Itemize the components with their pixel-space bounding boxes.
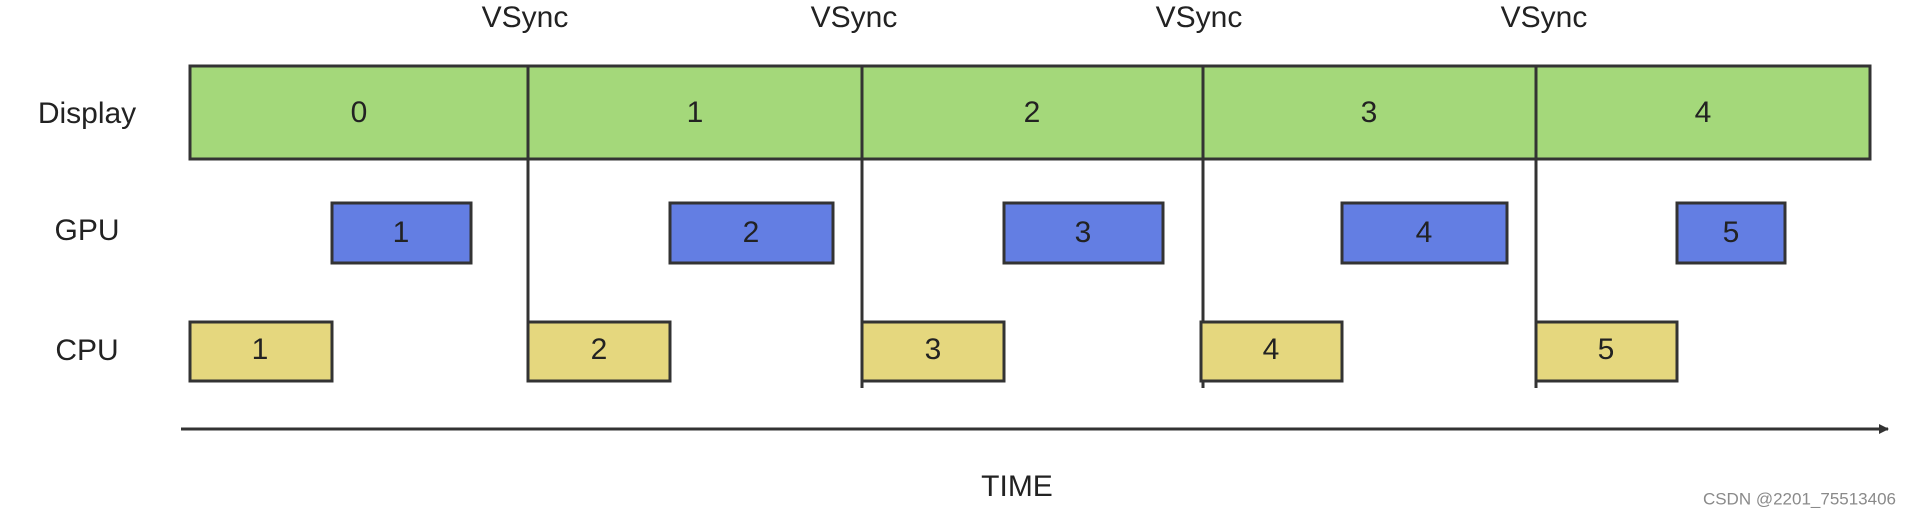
gpu-frame-1 [330, 201, 473, 265]
display-frame-label: 3 [1361, 96, 1378, 129]
vsync-label: VSync [1501, 1, 1588, 34]
cpu-frame-label: 3 [925, 333, 942, 366]
row-label-gpu: GPU [54, 214, 119, 247]
display-frame-4 [1534, 64, 1872, 161]
row-label-display: Display [38, 97, 136, 130]
gpu-frame-label: 2 [743, 216, 760, 249]
vsync-label: VSync [1156, 1, 1243, 34]
cpu-frame-label: 1 [252, 333, 269, 366]
cpu-frame-3 [860, 320, 1006, 383]
cpu-frame-label: 5 [1598, 333, 1615, 366]
cpu-frame-1 [188, 320, 334, 383]
display-row: 0 1 2 3 4 [188, 64, 1872, 161]
display-frame-2 [860, 64, 1205, 161]
cpu-row: 1 2 3 4 5 [188, 320, 1679, 383]
gpu-frame-3 [1002, 201, 1165, 265]
gpu-frame-label: 1 [393, 216, 410, 249]
display-frame-0 [188, 64, 530, 161]
display-frame-label: 2 [1024, 96, 1041, 129]
watermark: CSDN @2201_75513406 [1703, 489, 1896, 508]
time-axis-label: TIME [981, 470, 1053, 503]
vsync-label: VSync [811, 1, 898, 34]
gpu-frame-label: 5 [1723, 216, 1740, 249]
gpu-frame-label: 3 [1075, 216, 1092, 249]
gpu-frame-5 [1675, 201, 1787, 265]
gpu-frame-label: 4 [1416, 216, 1433, 249]
gpu-frame-2 [668, 201, 835, 265]
row-label-cpu: CPU [55, 334, 118, 367]
gpu-frame-4 [1340, 201, 1509, 265]
cpu-frame-2 [526, 320, 672, 383]
cpu-frame-label: 4 [1263, 333, 1280, 366]
cpu-frame-4 [1199, 320, 1344, 383]
display-frame-1 [526, 64, 864, 161]
display-frame-label: 0 [351, 96, 368, 129]
gpu-row: 1 2 3 4 5 [330, 201, 1787, 265]
cpu-frame-label: 2 [591, 333, 608, 366]
display-frame-label: 4 [1695, 96, 1712, 129]
display-frame-label: 1 [687, 96, 704, 129]
vsync-label: VSync [482, 1, 569, 34]
cpu-frame-5 [1534, 320, 1679, 383]
